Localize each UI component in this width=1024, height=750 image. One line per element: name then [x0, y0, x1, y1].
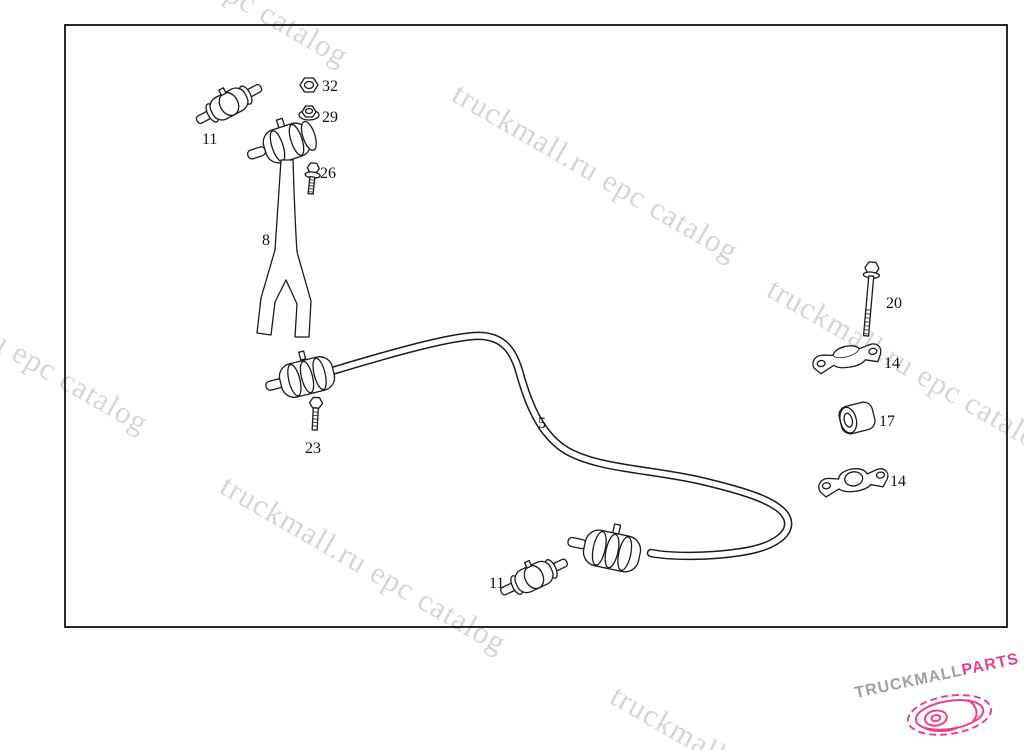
part-11-link-lower: [500, 558, 568, 596]
callout-labels: 32 29 11 26 8 23 5 11 20 14 17 14: [202, 78, 906, 592]
callout-20: 20: [886, 295, 902, 312]
part-20-bolt: [862, 261, 880, 337]
callout-8: 8: [262, 232, 270, 249]
part-32-nut: [299, 77, 319, 93]
callout-23: 23: [305, 440, 321, 457]
callout-17: 17: [879, 413, 895, 430]
callout-11-upper: 11: [202, 131, 217, 148]
part-29-nut: [298, 105, 320, 121]
diagram-parts: [195, 77, 889, 596]
callout-5: 5: [538, 415, 546, 432]
watermark-text: truckmall.ru epc catalog: [215, 468, 513, 661]
part-14-clamp-upper: [812, 343, 882, 375]
callout-11-lower: 11: [489, 575, 504, 592]
diagram-border: [64, 24, 1008, 628]
watermark-text: truckmall.ru epc catalog: [447, 76, 745, 269]
callout-26: 26: [320, 165, 336, 182]
watermark-text: truckmall.ru epc catalog: [0, 248, 155, 441]
part-5-right-eye-bushing: [567, 523, 642, 573]
part-23-bolt: [308, 396, 324, 431]
callout-32: 32: [322, 78, 338, 95]
watermark-text: truckmall.ru epc catalog: [57, 0, 355, 73]
part-26-bolt: [304, 162, 321, 195]
part-17-bushing: [838, 401, 876, 435]
callout-14-upper: 14: [884, 355, 900, 372]
truckmall-logo: TRUCKMALLPARTS: [853, 650, 1021, 736]
part-11-link-upper: [195, 83, 263, 125]
gear-logo-icon: [906, 694, 993, 736]
part-8-stabilizer-link: [247, 117, 317, 338]
callout-29: 29: [322, 109, 338, 126]
part-5-stabilizer-bar: [327, 331, 793, 561]
part-5-left-eye-bushing: [265, 350, 336, 398]
part-14-clamp-lower: [818, 468, 889, 498]
logo-text-parts: PARTS: [960, 650, 1020, 679]
callout-14-lower: 14: [890, 473, 906, 490]
logo-text: TRUCKMALLPARTS: [853, 650, 1020, 701]
